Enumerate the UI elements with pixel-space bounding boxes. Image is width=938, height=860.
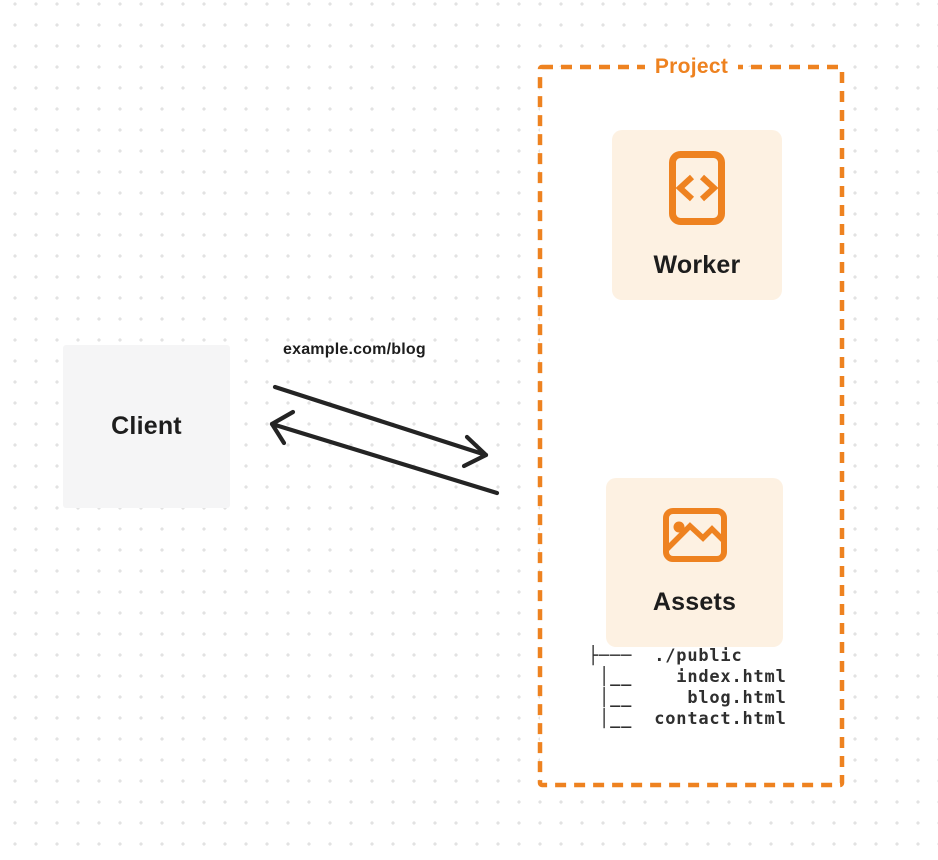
image-sun-dot-icon (673, 521, 684, 533)
arrow-to-project-icon (272, 384, 489, 469)
chevron-right-icon (699, 174, 719, 201)
client-label: Client (111, 412, 182, 440)
assets-file-tree: ├─── ./public │__ index.html │__ blog.ht… (588, 646, 787, 729)
image-mountains-icon (664, 522, 725, 551)
project-label: Project (644, 53, 739, 80)
assets-label: Assets (652, 588, 737, 616)
chevron-left-icon (675, 174, 695, 201)
image-icon (662, 508, 727, 562)
request-url-label: example.com/blog (283, 341, 426, 358)
project-label-row: Project (540, 53, 843, 80)
code-file-icon (669, 150, 725, 225)
worker-label: Worker (653, 250, 741, 279)
arrow-to-client-icon (269, 409, 500, 496)
worker-card: Worker (612, 130, 782, 300)
client-box: Client (63, 345, 230, 508)
assets-card: Assets (606, 478, 783, 647)
request-response-arrows (269, 384, 500, 496)
